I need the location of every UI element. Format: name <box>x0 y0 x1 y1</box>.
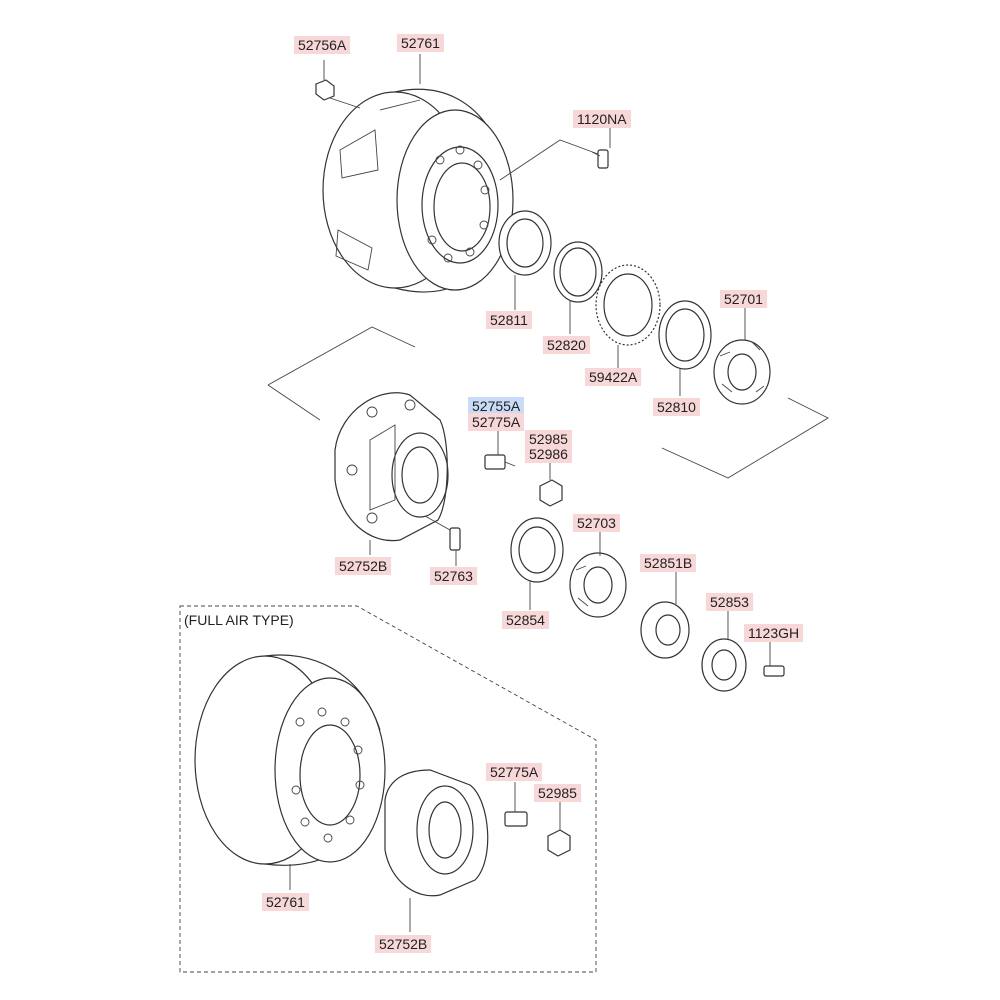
label-52775a-bottom[interactable]: 52775A <box>486 763 543 781</box>
brake-drum-bottom[interactable] <box>194 654 386 866</box>
label-52703[interactable]: 52703 <box>573 514 620 532</box>
bolt-52763[interactable] <box>449 527 461 551</box>
nut-52986[interactable] <box>539 479 563 507</box>
lock-washer-52853[interactable] <box>701 638 747 692</box>
label-52761-bottom[interactable]: 52761 <box>262 893 309 911</box>
label-52775a-top[interactable]: 52775A <box>468 413 525 431</box>
bolt-1123gh[interactable] <box>763 665 785 677</box>
label-52752b-top[interactable]: 52752B <box>335 557 392 575</box>
oil-seal-52811[interactable] <box>498 210 552 276</box>
label-1120na[interactable]: 1120NA <box>573 110 631 128</box>
label-52761-top[interactable]: 52761 <box>397 34 444 52</box>
wheel-stud-top[interactable] <box>484 454 516 470</box>
label-52854[interactable]: 52854 <box>502 611 549 629</box>
tone-ring-59422a[interactable] <box>595 264 661 346</box>
bearing-race-52810[interactable] <box>658 300 712 370</box>
wheel-hub-top[interactable] <box>334 392 449 542</box>
bearing-52701[interactable] <box>713 339 771 405</box>
label-52756a[interactable]: 52756A <box>294 36 351 54</box>
label-52811[interactable]: 52811 <box>486 311 532 329</box>
wheel-stud-bottom[interactable] <box>504 811 528 827</box>
label-52752b-bottom[interactable]: 52752B <box>375 935 432 953</box>
label-52851b[interactable]: 52851B <box>640 554 697 572</box>
bearing-race-52854[interactable] <box>510 517 564 583</box>
label-1123gh[interactable]: 1123GH <box>744 624 804 642</box>
label-52701[interactable]: 52701 <box>720 290 767 308</box>
ring-52820[interactable] <box>553 241 603 303</box>
wheel-nut-bottom[interactable] <box>547 829 571 857</box>
label-52810[interactable]: 52810 <box>653 398 700 416</box>
bearing-52703[interactable] <box>569 552 627 618</box>
label-52985-top[interactable]: 52985 <box>525 430 572 448</box>
label-52986[interactable]: 52986 <box>525 445 572 463</box>
label-52985-bottom[interactable]: 52985 <box>534 784 581 802</box>
label-59422a[interactable]: 59422A <box>585 368 642 386</box>
label-52820[interactable]: 52820 <box>543 336 590 354</box>
full-air-type-title: (FULL AIR TYPE) <box>184 612 294 628</box>
label-52853[interactable]: 52853 <box>706 593 753 611</box>
wheel-hub-bottom[interactable] <box>384 769 489 897</box>
label-52755a[interactable]: 52755A <box>468 397 525 415</box>
brake-drum-top[interactable] <box>322 88 514 293</box>
label-52763[interactable]: 52763 <box>430 567 477 585</box>
lock-nut-52851b[interactable] <box>640 601 690 659</box>
nut-52756a[interactable] <box>315 79 335 101</box>
